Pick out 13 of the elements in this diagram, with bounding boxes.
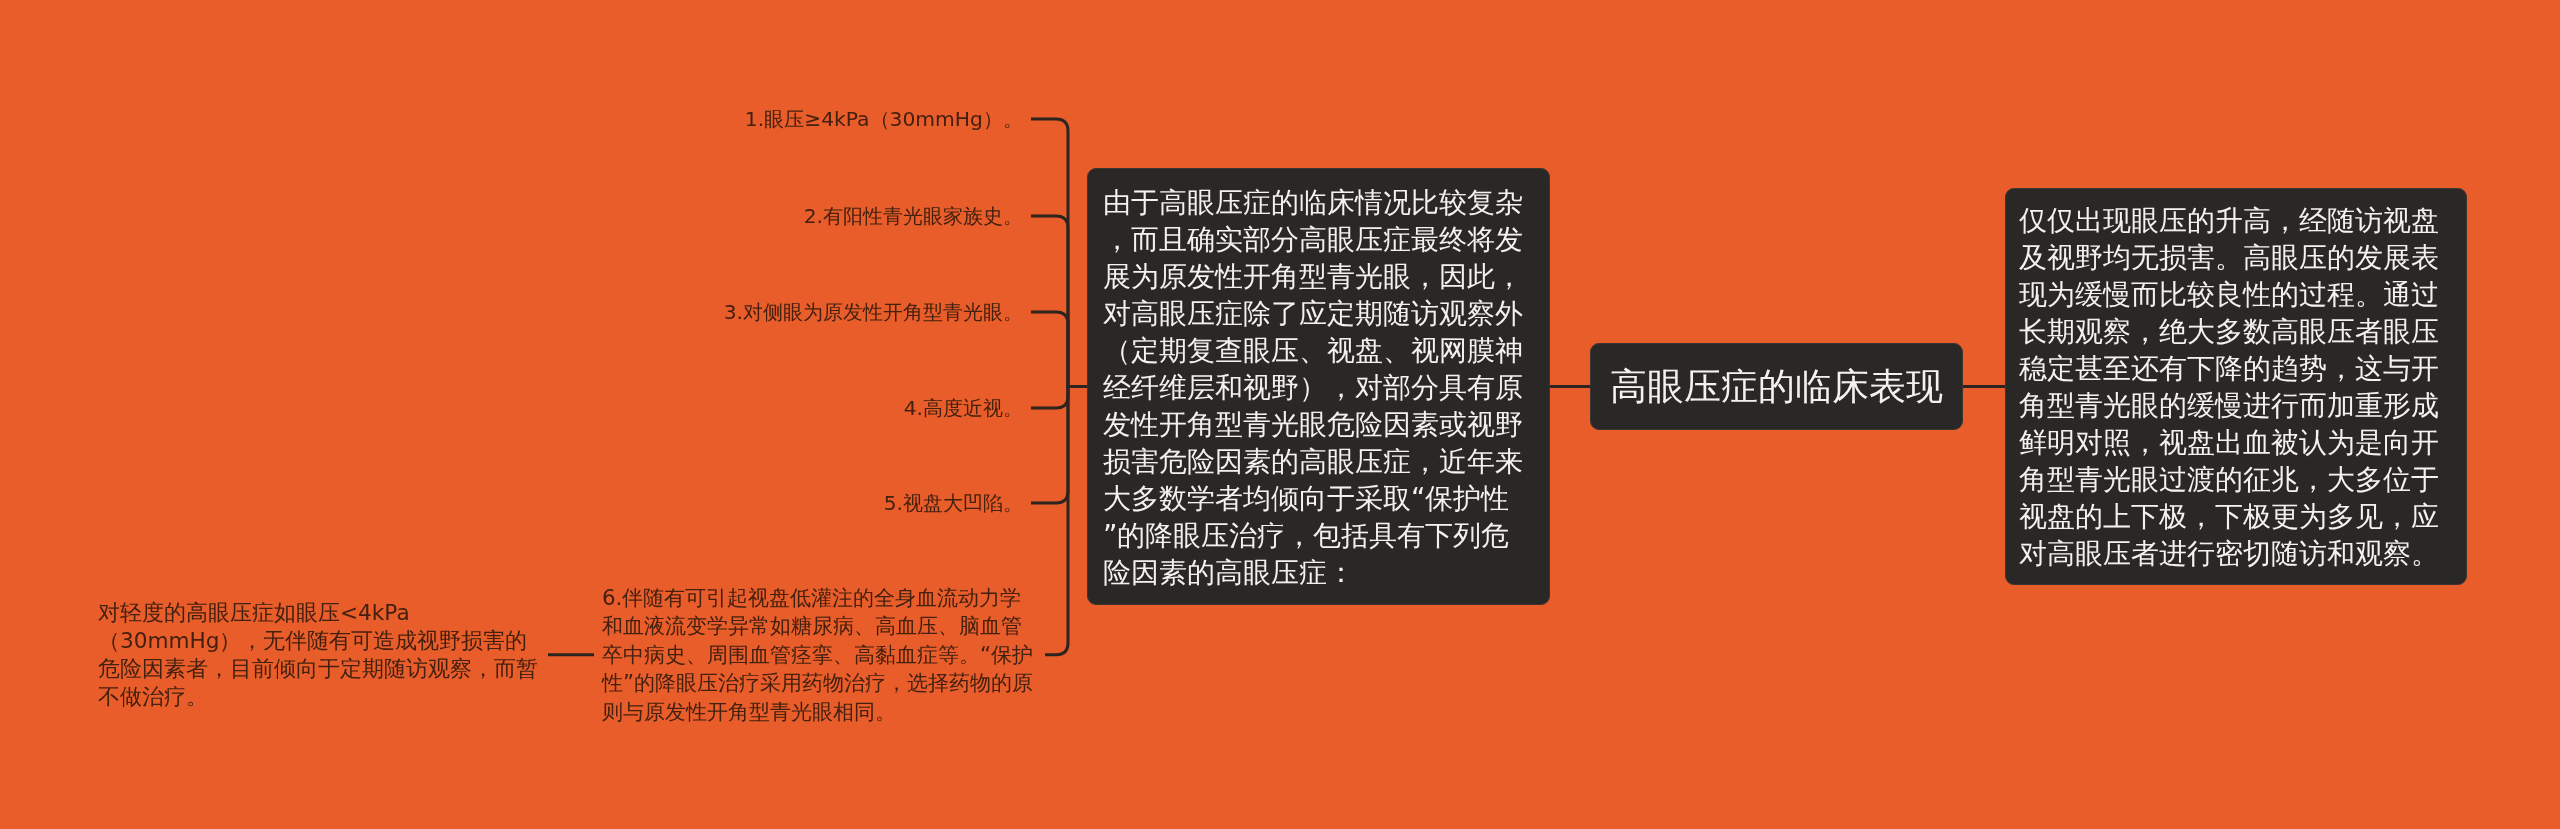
list-item: 2.有阳性青光眼家族史。 <box>803 202 1031 230</box>
list-item: 5.视盘大凹陷。 <box>883 489 1031 517</box>
connector-line <box>1550 385 1590 388</box>
central-topic-box: 高眼压症的临床表现 <box>1590 343 1963 430</box>
detail-box: 由于高眼压症的临床情况比较复杂，而且确实部分高眼压症最终将发展为原发性开角型青光眼，因此，对高眼压症除了应定期随访观察外（定期复查眼压、视盘、视网膜神经纤维层和视野），对部分具有原发性开角型青光眼危险因素或视野损害危险因素的高眼压症，近年来大多数学者均倾向于采取“保护性”的降眼压治疗，包括具有下列危险因素的高眼压症： <box>1087 168 1550 605</box>
list-item: 4.高度近视。 <box>903 394 1031 422</box>
note-text: 对轻度的高眼压症如眼压<4kPa（30mmHg），无伴随有可造成视野损害的危险因素者，目前倾向于定期随访观察，而暂不做治疗。 <box>98 599 548 711</box>
detail-box: 仅仅出现眼压的升高，经随访视盘及视野均无损害。高眼压的发展表现为缓慢而比较良性的过程。通过长期观察，绝大多数高眼压者眼压稳定甚至还有下降的趋势，这与开角型青光眼的缓慢进行而加重形成鲜明对照，视盘出血被认为是向开角型青光眼过渡的征兆，大多位于视盘的上下极，下极更为多见，应对高眼压者进行密切随访和观察。 <box>2005 188 2467 585</box>
list-item: 6.伴随有可引起视盘低灌注的全身血流动力学和血液流变学异常如糖尿病、高血压、脑血管卒中病史、周围血管痉挛、高黏血症等。“保护性”的降眼压治疗采用药物治疗，选择药物的原则与原发性开角型青光眼相同。 <box>594 583 1045 726</box>
list-item: 3.对侧眼为原发性开角型青光眼。 <box>723 298 1031 326</box>
connector-line <box>1963 385 2005 388</box>
connector-line <box>548 653 594 657</box>
list-item: 1.眼压≥4kPa（30mmHg）。 <box>744 105 1031 133</box>
